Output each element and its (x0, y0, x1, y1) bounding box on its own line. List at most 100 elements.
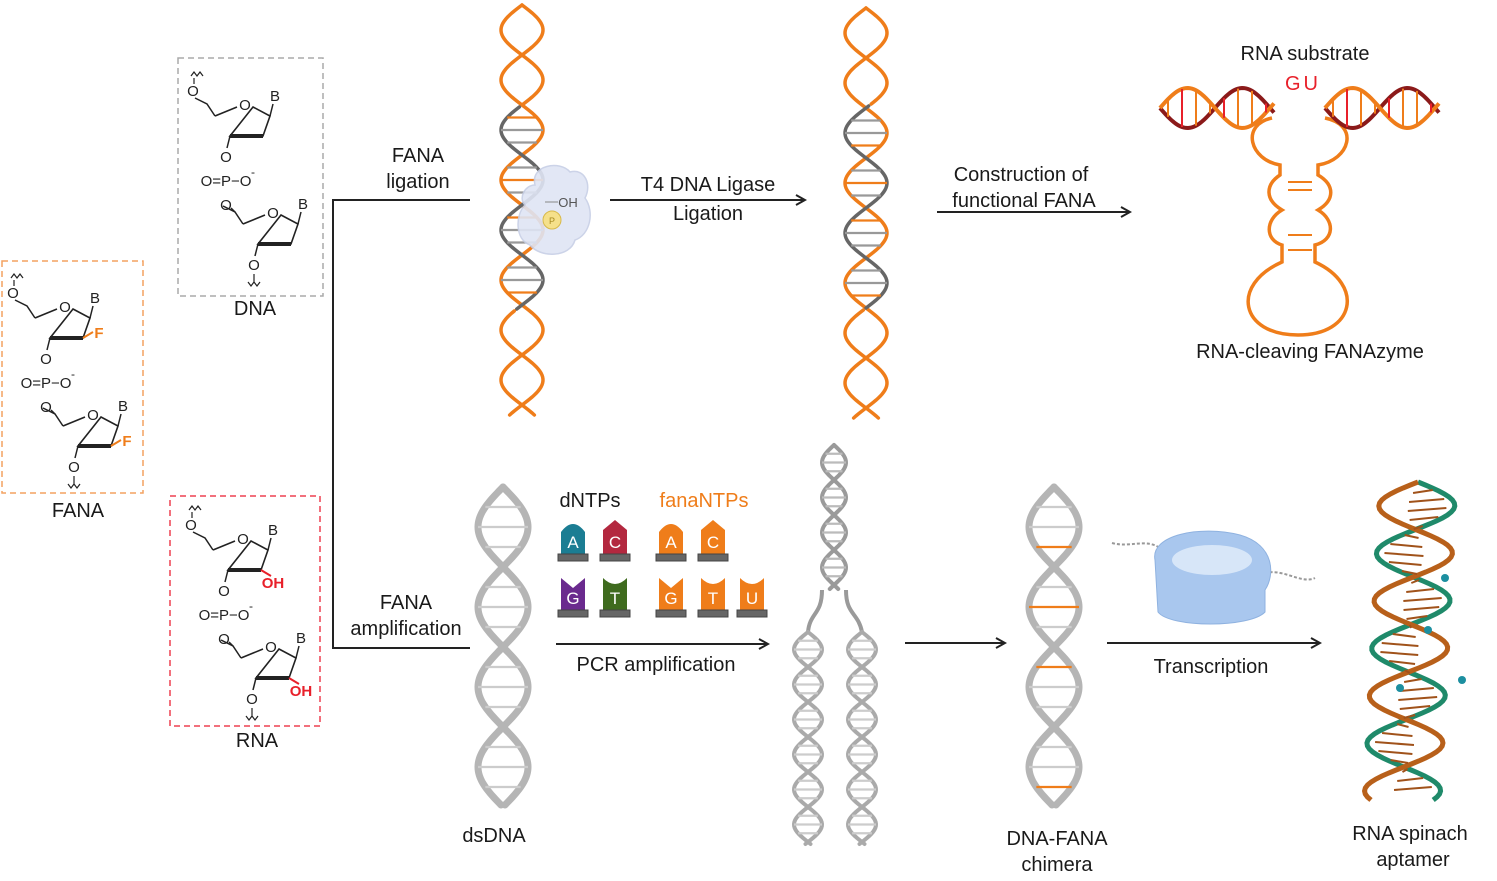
base-label: B (270, 88, 280, 105)
nucleotide-base-plate (697, 553, 729, 562)
aptamer-base (1380, 651, 1419, 656)
helix-strand (843, 6, 889, 420)
ring-oxygen: O (239, 97, 251, 114)
aptamer-base (1413, 525, 1424, 530)
aptamer-base (1390, 759, 1409, 764)
ring-oxygen: O (237, 531, 249, 548)
aptamer-base (1375, 741, 1415, 746)
aptamer-base (1399, 687, 1434, 692)
base-label: B (298, 196, 308, 213)
helix-strand (843, 104, 889, 310)
rna-substrate-arms (1158, 86, 1441, 130)
dsdna-label: dsDNA (462, 825, 526, 847)
aptamer-base (1407, 507, 1447, 512)
base-label: B (268, 522, 278, 539)
wavy-bond-icon (67, 476, 81, 489)
amplification-branch-label-1: FANA (380, 592, 433, 614)
aptamer-backbone-green (1364, 479, 1458, 802)
strand-separation (806, 589, 864, 633)
aptamer-base (1388, 660, 1416, 665)
base-label: B (90, 290, 100, 307)
nucleotide-body (701, 578, 725, 610)
aptamer-base (1396, 723, 1409, 728)
rna-label: RNA (236, 730, 279, 752)
substrate-arm (1158, 86, 1276, 130)
aptamer-base (1404, 669, 1411, 674)
helix-strand (1323, 86, 1441, 130)
nucleotide-base-plate (557, 609, 589, 618)
modification-label: OH (290, 683, 313, 700)
wavy-bond-icon (188, 505, 202, 518)
helix-strand (1025, 483, 1083, 809)
aptamer-base (1408, 624, 1413, 629)
aptamer-base (1392, 633, 1416, 638)
aptamer-base (1404, 534, 1419, 539)
rna-box (169, 495, 321, 727)
amplification-branch-label-2: amplification (350, 618, 461, 640)
modification-label: OH (262, 575, 285, 592)
helix-strand (1323, 86, 1441, 130)
substrate-arm (1323, 86, 1441, 130)
wavy-bond-icon (247, 274, 261, 287)
ligation-branch-label-2: ligation (386, 171, 449, 193)
aptamer-base (1388, 561, 1422, 566)
dntp-a: A (557, 524, 589, 562)
helix-strand (843, 6, 889, 106)
nucleotide-letter: C (609, 533, 621, 552)
linker-oxygen: O (248, 257, 260, 274)
dsdna-helix (474, 483, 532, 809)
pcr-label: PCR amplification (577, 654, 736, 676)
linker-oxygen: O (40, 351, 52, 368)
nucleotide-body (659, 578, 683, 610)
aptamer-base (1378, 750, 1413, 755)
helix-strand (820, 443, 848, 591)
aptamer-base (1410, 579, 1420, 584)
aptamer-base (1381, 642, 1419, 647)
helix-strand (1158, 86, 1276, 130)
fanantp-t: T (697, 578, 729, 618)
nucleotide-body (561, 524, 585, 554)
nucleotide-body (740, 578, 764, 610)
ligation-arrow-label-2: Ligation (673, 203, 743, 225)
dna-box (177, 57, 324, 297)
aptamer-base (1397, 777, 1424, 782)
spinach-aptamer-structure (1361, 479, 1466, 802)
nucleotide-base-plate (736, 609, 768, 618)
helix-strand (499, 3, 545, 107)
ion-sphere (1424, 626, 1432, 634)
ring-oxygen: O (265, 639, 277, 656)
aptamer-base (1403, 678, 1422, 683)
fana-label: FANA (52, 500, 105, 522)
helices-layer (474, 3, 1083, 846)
aptamer-base (1403, 606, 1440, 611)
nucleotide-base-plate (599, 609, 631, 618)
modification-label: F (94, 325, 103, 342)
nucleotide-base-plate (697, 609, 729, 618)
construction-arrow-label-1: Construction of (954, 164, 1089, 186)
nucleotide-body (561, 578, 585, 610)
pcr-product-helix-left (792, 630, 824, 846)
charge-label: - (71, 367, 75, 381)
construction-arrow-label-2: functional FANA (952, 190, 1096, 212)
ligation-branch-label-1: FANA (392, 145, 445, 167)
aptamer-base (1393, 786, 1432, 791)
aptamer-label-2: aptamer (1376, 849, 1450, 871)
aptamer-base (1398, 696, 1438, 701)
linker-oxygen: O (7, 285, 19, 302)
ligase-enzyme: P OH (517, 164, 591, 255)
ligated-fana-helix (843, 6, 889, 420)
base-label: B (118, 398, 128, 415)
linker-oxygen: O (40, 399, 52, 416)
ion-sphere (1458, 676, 1466, 684)
nucleotide-letter: A (665, 533, 677, 552)
nucleotide-body (603, 520, 627, 554)
ligation-arrow-label-1: T4 DNA Ligase (641, 174, 776, 196)
linker-oxygen: O (68, 459, 80, 476)
wavy-bond-icon (190, 71, 204, 84)
aptamer-base (1403, 714, 1416, 719)
